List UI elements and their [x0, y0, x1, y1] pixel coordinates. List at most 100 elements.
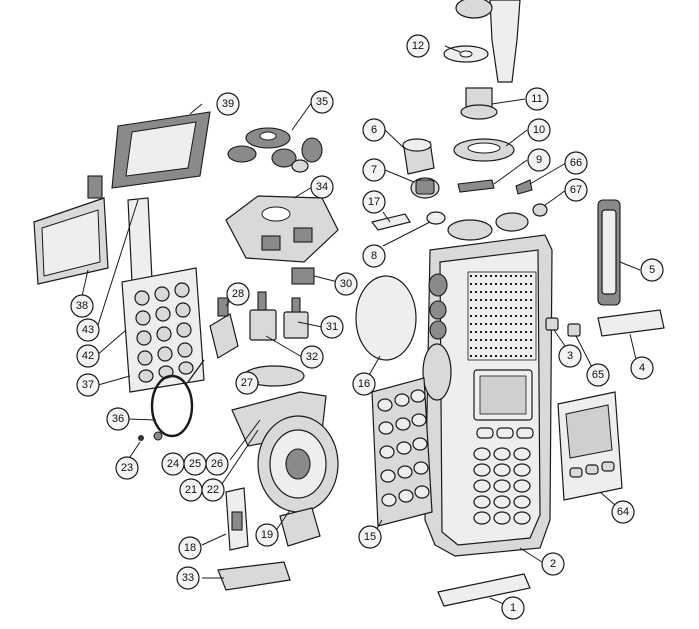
retaining-ring — [150, 359, 205, 441]
callout-label-9: 9 — [536, 154, 542, 166]
callout-label-64: 64 — [617, 506, 629, 518]
pad — [545, 317, 559, 331]
callout-67: 67 — [564, 178, 588, 202]
flex-tail — [225, 487, 249, 551]
callout-label-24: 24 — [167, 458, 179, 470]
callout-label-11: 11 — [531, 93, 542, 105]
seal-strip — [370, 213, 411, 231]
callout-27: 27 — [235, 371, 259, 395]
keypad-overlay — [371, 377, 433, 527]
callout-39: 39 — [216, 92, 240, 116]
switch-knob — [410, 177, 440, 199]
callout-label-28: 28 — [232, 288, 244, 300]
antenna — [455, 0, 521, 120]
callout-35: 35 — [310, 90, 334, 114]
callout-label-65: 65 — [592, 369, 604, 381]
callout-18: 18 — [178, 536, 202, 560]
callout-label-42: 42 — [82, 350, 94, 362]
ring-nut — [453, 138, 515, 162]
callout-15: 15 — [358, 525, 382, 549]
callout-3: 3 — [558, 344, 582, 368]
control-chassis — [225, 195, 339, 263]
callout-28: 28 — [226, 282, 250, 306]
callout-label-21: 21 — [185, 484, 197, 496]
callout-11: 11 — [525, 87, 549, 111]
callout-label-22: 22 — [207, 484, 219, 496]
callout-label-8: 8 — [371, 250, 377, 262]
callout-label-3: 3 — [567, 350, 573, 362]
callout-65: 65 — [586, 363, 610, 387]
callout-label-18: 18 — [184, 542, 196, 554]
housing-keypad — [473, 427, 534, 525]
callout-label-10: 10 — [533, 124, 545, 136]
callout-64: 64 — [611, 500, 635, 524]
callout-label-16: 16 — [358, 378, 370, 390]
callout-label-66: 66 — [570, 157, 582, 169]
callout-label-15: 15 — [364, 531, 376, 543]
callout-30: 30 — [334, 272, 358, 296]
callout-label-27: 27 — [241, 377, 253, 389]
battery-latch — [597, 199, 621, 306]
callout-16: 16 — [352, 372, 376, 396]
screw — [138, 435, 144, 441]
callout-42: 42 — [76, 344, 100, 368]
callout-label-12: 12 — [412, 40, 424, 52]
callout-24: 24 — [161, 452, 185, 476]
lens-cover — [355, 275, 417, 361]
callout-label-32: 32 — [306, 351, 318, 363]
cap — [532, 203, 548, 217]
callout-label-34: 34 — [316, 181, 328, 193]
callout-43: 43 — [76, 318, 100, 342]
callout-label-25: 25 — [189, 458, 201, 470]
clip — [457, 179, 495, 193]
callout-12: 12 — [406, 34, 430, 58]
callout-label-36: 36 — [112, 413, 124, 425]
callout-34: 34 — [310, 175, 334, 199]
callout-labels: 1 2 3 4 5 6 7 8 9 10 11 12 15 16 17 18 1… — [70, 34, 664, 620]
callout-4: 4 — [630, 356, 654, 380]
callout-8: 8 — [362, 244, 386, 268]
callout-33: 33 — [176, 566, 200, 590]
callout-label-5: 5 — [649, 264, 655, 276]
callout-26: 26 — [205, 452, 229, 476]
display-frame — [111, 111, 211, 189]
callout-label-38: 38 — [76, 300, 88, 312]
callout-2: 2 — [541, 552, 565, 576]
callout-38: 38 — [70, 294, 94, 318]
callout-label-37: 37 — [82, 379, 94, 391]
callout-36: 36 — [106, 407, 130, 431]
callout-1: 1 — [501, 596, 525, 620]
callout-23: 23 — [115, 456, 139, 480]
callout-66: 66 — [564, 151, 588, 175]
callout-label-1: 1 — [510, 602, 516, 614]
callout-label-6: 6 — [371, 124, 377, 136]
callout-label-43: 43 — [82, 324, 94, 336]
callout-label-26: 26 — [211, 458, 223, 470]
rotary-switch — [209, 297, 239, 359]
callout-6: 6 — [362, 118, 386, 142]
callout-label-31: 31 — [326, 321, 338, 333]
callout-label-19: 19 — [261, 529, 273, 541]
display-module — [557, 391, 623, 501]
callout-32: 32 — [300, 345, 324, 369]
keypad-membrane — [121, 197, 205, 393]
speaker-assembly — [231, 365, 339, 547]
bottom-strip — [437, 573, 531, 607]
callout-label-39: 39 — [222, 98, 234, 110]
bottom-connector — [217, 561, 291, 591]
o-ring — [426, 211, 446, 225]
callout-label-23: 23 — [121, 462, 133, 474]
callout-label-7: 7 — [371, 164, 377, 176]
callout-9: 9 — [527, 148, 551, 172]
knob — [402, 138, 435, 175]
callout-label-30: 30 — [340, 278, 352, 290]
pad — [567, 323, 581, 337]
callout-10: 10 — [527, 118, 551, 142]
speaker-grille — [467, 271, 537, 361]
callout-22: 22 — [201, 478, 225, 502]
callout-21: 21 — [179, 478, 203, 502]
connector — [291, 267, 315, 285]
flex-board — [33, 175, 109, 285]
